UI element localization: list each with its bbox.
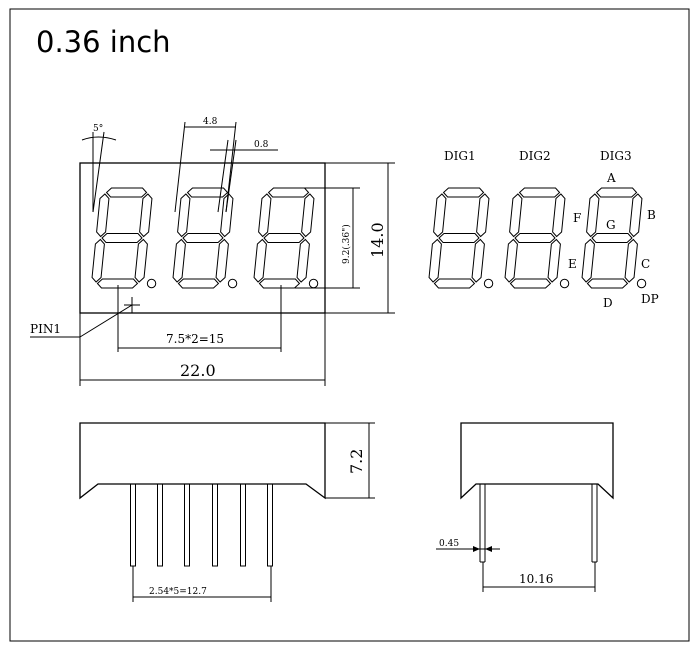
segment-f-label: F: [573, 211, 581, 225]
map-digit-1-segment-b: [476, 193, 490, 238]
map-digit-3-segment-e: [581, 238, 595, 283]
pin-1: [130, 483, 136, 567]
front-digit-3-segment-f: [258, 193, 272, 238]
map-digit-1-segment-f: [433, 193, 447, 238]
end-view-body: [460, 422, 614, 500]
segment-width-label: 0.8: [254, 140, 269, 150]
map-digit-1-segment-c: [471, 238, 485, 283]
segment-width-ext-left: [217, 139, 229, 213]
map-digit-3-segment-a: [595, 187, 638, 198]
total-height-label: 14.0: [368, 222, 387, 258]
front-digit-1-segment-g: [101, 233, 143, 243]
map-digit-1-segment-e: [428, 238, 442, 283]
slant-line: [92, 131, 105, 213]
front-digit-2-segment-f: [177, 193, 191, 238]
frame-border: [9, 8, 690, 642]
digit-pitch-label: 7.5*2=15: [166, 332, 224, 346]
front-digit-3-decimal-point: [308, 278, 319, 289]
pin-pitch-label: 2.54*5=12.7: [149, 587, 207, 597]
map-digit-3-segment-b: [629, 193, 643, 238]
total-width-label: 22.0: [180, 361, 216, 380]
front-digit-3-segment-a: [267, 187, 310, 198]
front-digit-3-segment-e: [253, 238, 267, 283]
row-spacing-label: 10.16: [519, 572, 553, 586]
front-digit-1-segment-e: [91, 238, 105, 283]
title: 0.36 inch: [36, 25, 171, 59]
front-digit-1-segment-d: [96, 278, 139, 289]
angle-arc: [81, 136, 117, 141]
front-digit-1-decimal-point: [146, 278, 157, 289]
segment-e-label: E: [568, 257, 577, 271]
front-view-digits: [91, 187, 319, 289]
side-view-pins: [130, 483, 273, 567]
map-digit-3-segment-g: [591, 233, 633, 243]
map-digit-2-decimal-point: [559, 278, 570, 289]
dig1-label: DIG1: [444, 149, 476, 163]
front-digit-1-segment-b: [139, 193, 153, 238]
side-view-body: [79, 422, 326, 500]
pin-4: [212, 483, 218, 567]
digit-width-ext-left: [174, 121, 186, 213]
front-digit-3-segment-g: [263, 233, 305, 243]
pin-6: [267, 483, 273, 567]
pin1-leader: [79, 304, 133, 338]
segment-map-digits: [428, 187, 647, 289]
front-digit-3-segment-b: [301, 193, 315, 238]
front-digit-3-segment-d: [258, 278, 301, 289]
segment-dp-label: DP: [641, 292, 659, 306]
slant-angle-label: 5°: [93, 124, 103, 134]
segment-c-label: C: [641, 257, 650, 271]
map-digit-3-decimal-point: [636, 278, 647, 289]
pin1-label: PIN1: [30, 322, 61, 336]
map-digit-2-segment-b: [552, 193, 566, 238]
segment-b-label: B: [647, 208, 656, 222]
map-digit-2-segment-c: [547, 238, 561, 283]
map-digit-3-segment-f: [586, 193, 600, 238]
side-height-label: 7.2: [347, 449, 366, 474]
front-digit-2-segment-c: [215, 238, 229, 283]
dig2-label: DIG2: [519, 149, 551, 163]
map-digit-3-segment-c: [624, 238, 638, 283]
front-view-body: [79, 162, 326, 314]
front-digit-2-segment-e: [172, 238, 186, 283]
front-digit-1-segment-f: [96, 193, 110, 238]
map-digit-1-segment-g: [438, 233, 480, 243]
map-digit-3-segment-d: [586, 278, 629, 289]
map-digit-2-segment-a: [518, 187, 561, 198]
map-digit-2-segment-f: [509, 193, 523, 238]
front-digit-1-segment-a: [105, 187, 148, 198]
pin-diameter-label: 0.45: [439, 539, 459, 549]
front-digit-2-segment-a: [186, 187, 229, 198]
pin-3: [184, 483, 190, 567]
map-digit-1-segment-a: [442, 187, 485, 198]
pin-5: [240, 483, 246, 567]
digit-width-label: 4.8: [203, 117, 218, 127]
pin-diameter-arrow-right: [485, 546, 492, 552]
front-digit-2-segment-b: [220, 193, 234, 238]
segment-width-ext-right: [225, 139, 237, 213]
map-digit-2-segment-g: [514, 233, 556, 243]
front-digit-2-segment-d: [177, 278, 220, 289]
front-digit-2-decimal-point: [227, 278, 238, 289]
segment-d-label: D: [603, 296, 613, 310]
segment-a-label: A: [606, 171, 616, 185]
dig3-label: DIG3: [600, 149, 632, 163]
map-digit-2-segment-d: [509, 278, 552, 289]
map-digit-1-segment-d: [433, 278, 476, 289]
pin-diameter-arrow-left: [473, 546, 480, 552]
front-digit-3-segment-c: [296, 238, 310, 283]
front-digit-1-segment-c: [134, 238, 148, 283]
segment-g-label: G: [606, 218, 616, 232]
map-digit-2-segment-e: [504, 238, 518, 283]
digit-height-label: 9.2(.36"): [341, 224, 352, 264]
map-digit-1-decimal-point: [483, 278, 494, 289]
front-digit-2-segment-g: [182, 233, 224, 243]
pin-2: [157, 483, 163, 567]
